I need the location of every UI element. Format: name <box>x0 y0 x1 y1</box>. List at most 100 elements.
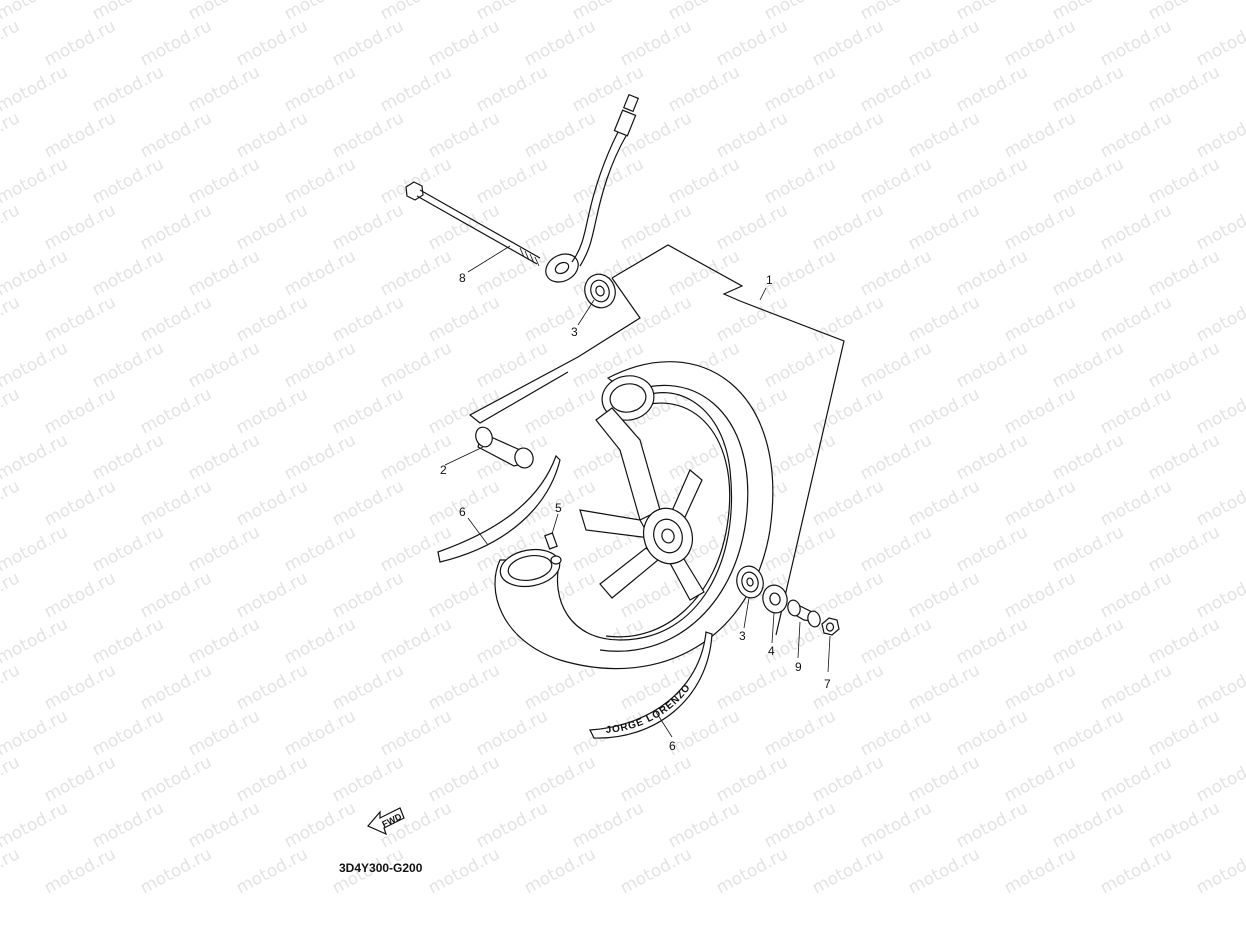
watermark-text: motod.ru <box>137 108 215 162</box>
watermark-text: motod.ru <box>473 706 551 760</box>
watermark-text: motod.ru <box>41 200 119 254</box>
watermark-text: motod.ru <box>1049 154 1127 208</box>
watermark-text: motod.ru <box>0 16 23 70</box>
watermark-text: motod.ru <box>953 154 1031 208</box>
lower-bearing <box>736 565 764 599</box>
watermark-text: motod.ru <box>1001 476 1079 530</box>
watermark-text: motod.ru <box>377 706 455 760</box>
watermark-text: motod.ru <box>41 292 119 346</box>
watermark-text: motod.ru <box>41 108 119 162</box>
spacer <box>787 599 821 628</box>
watermark-text: motod.ru <box>89 62 167 116</box>
watermark-text: motod.ru <box>1001 384 1079 438</box>
watermark-text: motod.ru <box>857 522 935 576</box>
watermark-text: motod.ru <box>809 844 887 898</box>
watermark-text: motod.ru <box>1097 292 1175 346</box>
watermark-text: motod.ru <box>1145 798 1223 852</box>
callout-6-left: 6 <box>459 505 466 519</box>
watermark-text: motod.ru <box>233 292 311 346</box>
front-wheel <box>494 361 774 670</box>
watermark-text: motod.ru <box>281 246 359 300</box>
watermark-text: motod.ru <box>0 292 23 346</box>
watermark-text: motod.ru <box>521 660 599 714</box>
watermark-text: motod.ru <box>185 706 263 760</box>
wheel-collar <box>475 426 534 469</box>
watermark-text: motod.ru <box>1001 752 1079 806</box>
axle-bolt <box>405 181 541 267</box>
watermark-text: motod.ru <box>425 844 503 898</box>
watermark-text: motod.ru <box>809 108 887 162</box>
watermark-text: motod.ru <box>617 292 695 346</box>
watermark-text: motod.ru <box>905 752 983 806</box>
watermark-text: motod.ru <box>905 568 983 622</box>
watermark-text: motod.ru <box>1049 798 1127 852</box>
watermark-text: motod.ru <box>0 108 23 162</box>
watermark-text: motod.ru <box>0 384 23 438</box>
tire-valve <box>544 532 562 565</box>
watermark-text: motod.ru <box>425 200 503 254</box>
callout-labels: 1 2 3 3 4 5 6 6 7 8 9 <box>440 271 831 753</box>
watermark-text: motod.ru <box>329 16 407 70</box>
watermark-text: motod.ru <box>377 338 455 392</box>
watermark-text: motod.ru <box>0 752 23 806</box>
watermark-text: motod.ru <box>233 108 311 162</box>
watermark-text: motod.ru <box>1001 660 1079 714</box>
watermark-text: motod.ru <box>329 384 407 438</box>
watermark-text: motod.ru <box>185 246 263 300</box>
watermark-text: motod.ru <box>713 844 791 898</box>
watermark-text: motod.ru <box>377 62 455 116</box>
watermark-text: motod.ru <box>521 108 599 162</box>
watermark-text: motod.ru <box>233 200 311 254</box>
watermark-text: motod.ru <box>953 62 1031 116</box>
callout-5: 5 <box>555 501 562 515</box>
watermark-text: motod.ru <box>0 844 23 898</box>
watermark-text: motod.ru <box>713 16 791 70</box>
callout-3-upper: 3 <box>571 325 578 339</box>
watermark-text: motod.ru <box>0 706 71 760</box>
watermark-text: motod.ru <box>521 752 599 806</box>
upper-bearing <box>584 273 616 309</box>
watermark-text: motod.ru <box>137 476 215 530</box>
watermark-text: motod.ru <box>89 430 167 484</box>
watermark-text: motod.ru <box>713 200 791 254</box>
watermark-text: motod.ru <box>0 798 71 852</box>
watermark-text: motod.ru <box>1193 476 1246 530</box>
callout-7: 7 <box>824 677 831 691</box>
watermark-text: motod.ru <box>1097 476 1175 530</box>
rim-stripe-left <box>437 454 561 563</box>
watermark-text: motod.ru <box>0 200 23 254</box>
watermark-text: motod.ru <box>377 614 455 668</box>
watermark-text: motod.ru <box>137 384 215 438</box>
watermark-text: motod.ru <box>1001 108 1079 162</box>
watermark-text: motod.ru <box>281 62 359 116</box>
watermark-text: motod.ru <box>233 16 311 70</box>
watermark-text: motod.ru <box>281 522 359 576</box>
watermark-text: motod.ru <box>137 292 215 346</box>
watermark-text: motod.ru <box>1049 62 1127 116</box>
watermark-text: motod.ru <box>953 338 1031 392</box>
watermark-text: motod.ru <box>41 16 119 70</box>
watermark-text: motod.ru <box>41 844 119 898</box>
watermark-text: motod.ru <box>233 384 311 438</box>
watermark-text: motod.ru <box>905 844 983 898</box>
watermark-text: motod.ru <box>329 568 407 622</box>
watermark-text: motod.ru <box>377 522 455 576</box>
watermark-text: motod.ru <box>1193 568 1246 622</box>
watermark-text: motod.ru <box>473 62 551 116</box>
watermark-text: motod.ru <box>137 752 215 806</box>
watermark-text: motod.ru <box>1049 246 1127 300</box>
watermark-text: motod.ru <box>1097 568 1175 622</box>
watermark-text: motod.ru <box>809 292 887 346</box>
watermark-text: motod.ru <box>137 568 215 622</box>
watermark-text: motod.ru <box>425 16 503 70</box>
watermark-text: motod.ru <box>1049 430 1127 484</box>
callout-3-lower: 3 <box>739 629 746 643</box>
watermark-text: motod.ru <box>713 108 791 162</box>
watermark-text: motod.ru <box>1049 338 1127 392</box>
watermark-text: motod.ru <box>1193 108 1246 162</box>
watermark-text: motod.ru <box>1001 200 1079 254</box>
watermark-text: motod.ru <box>953 430 1031 484</box>
watermark-text: motod.ru <box>473 798 551 852</box>
watermark-text: motod.ru <box>1193 16 1246 70</box>
